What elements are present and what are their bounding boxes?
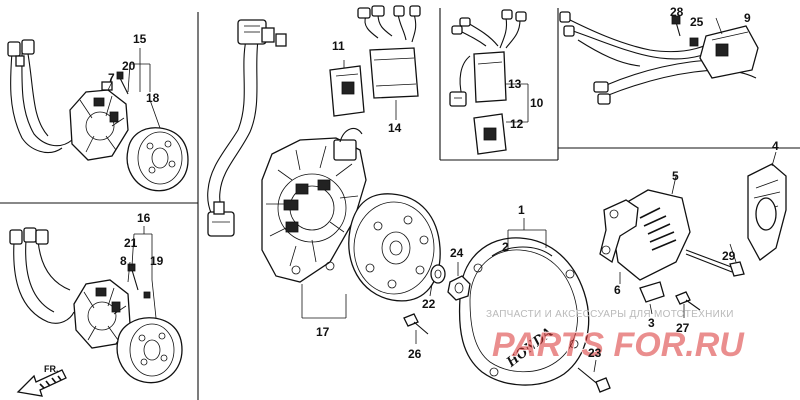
callout-20: 20 <box>122 59 136 73</box>
callout-2: 2 <box>502 240 509 254</box>
callout-14: 14 <box>388 121 402 135</box>
regulator-group <box>449 9 529 155</box>
callout-3: 3 <box>648 316 655 330</box>
cover-guard-group <box>747 151 787 261</box>
callout-5: 5 <box>672 169 679 183</box>
front-direction-label: FR. <box>44 364 59 374</box>
callout-23: 23 <box>588 346 602 360</box>
callout-17: 17 <box>316 325 330 339</box>
front-direction-arrow: FR. <box>16 364 67 397</box>
generator-cover-group: HONDA <box>458 218 590 386</box>
callout-15: 15 <box>133 32 147 46</box>
watermark-caption: ЗАПЧАСТИ И АКСЕССУАРЫ ДЛЯ МОТОТЕХНИКИ <box>486 309 734 320</box>
callout-6: 6 <box>614 283 621 297</box>
callout-4: 4 <box>772 139 779 153</box>
callout-7: 7 <box>108 71 115 85</box>
callout-labels: 1 2 3 4 5 6 7 8 9 10 11 12 13 14 15 16 1… <box>108 5 779 361</box>
callout-21: 21 <box>124 236 138 250</box>
callout-9: 9 <box>744 11 751 25</box>
callout-28: 28 <box>670 5 684 19</box>
callout-8: 8 <box>120 254 127 268</box>
sprocket-guard-group <box>599 175 691 315</box>
switch-harness-group <box>559 11 759 105</box>
callout-13: 13 <box>508 77 522 91</box>
callout-16: 16 <box>137 211 151 225</box>
bolt-group <box>403 243 745 393</box>
top-left-stator-assembly <box>7 39 189 192</box>
callout-27: 27 <box>676 321 690 335</box>
bottom-left-stator-assembly <box>9 226 183 384</box>
callout-22: 22 <box>422 297 436 311</box>
callout-12: 12 <box>510 117 524 131</box>
section-dividers <box>0 8 800 400</box>
callout-18: 18 <box>146 91 160 105</box>
callout-19: 19 <box>150 254 164 268</box>
washer-nut-group <box>429 262 471 301</box>
callout-25: 25 <box>690 15 704 29</box>
callout-26: 26 <box>408 347 422 361</box>
watermark-site: PARTS FOR.RU <box>492 326 745 364</box>
callout-11: 11 <box>332 39 345 53</box>
callout-1: 1 <box>518 203 525 217</box>
watermark: ЗАПЧАСТИ И АКСЕССУАРЫ ДЛЯ МОТОТЕХНИКИ PA… <box>486 309 746 365</box>
main-stator-assembly <box>207 19 441 319</box>
cdi-unit-group <box>329 5 421 120</box>
callout-29: 29 <box>722 249 736 263</box>
callout-24: 24 <box>450 246 464 260</box>
callout-10: 10 <box>530 96 544 110</box>
